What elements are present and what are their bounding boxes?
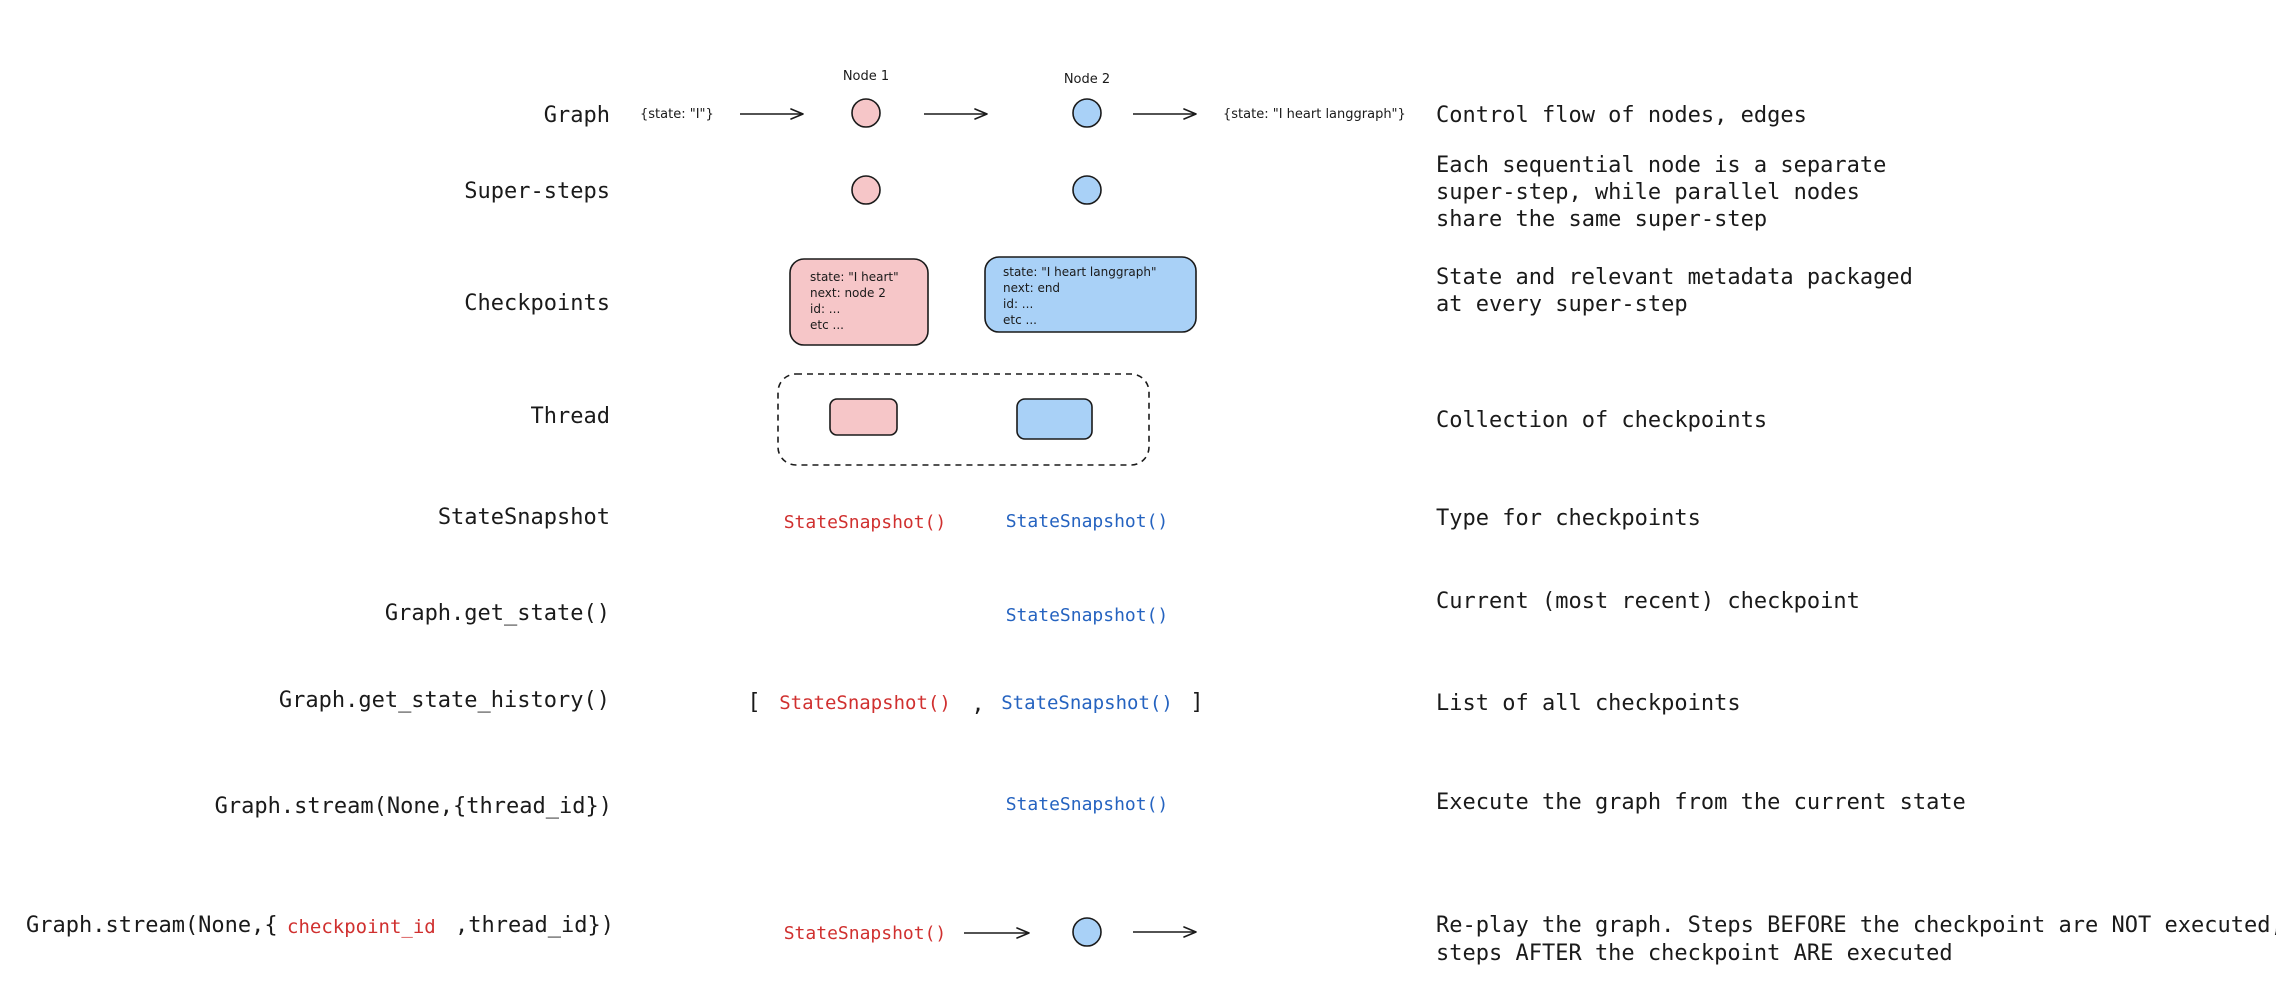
thread-checkpoint-blue (1016, 398, 1093, 440)
checkpoint-card-blue (984, 256, 1197, 333)
stream-description: Execute the graph from the current state (1436, 790, 1966, 815)
checkpoint-blue-line: state: "I heart langgraph" (1003, 265, 1156, 279)
input-state-text: {state: "I"} (640, 107, 714, 122)
thread-container (777, 373, 1150, 466)
node-1-label: Node 1 (843, 69, 889, 84)
get-state-description: Current (most recent) checkpoint (1436, 589, 1860, 614)
state-snapshot-red: StateSnapshot() (784, 512, 947, 533)
thread-description: Collection of checkpoints (1436, 408, 1767, 433)
get-state-history-description: List of all checkpoints (1436, 691, 1741, 716)
graph-description: Control flow of nodes, edges (1436, 103, 1807, 128)
history-snapshot-blue: StateSnapshot() (1001, 692, 1173, 714)
node-2-label: Node 2 (1064, 72, 1110, 87)
state-snapshot-row-label: StateSnapshot (438, 505, 610, 530)
stream-checkpoint-description-line-2: steps AFTER the checkpoint ARE executed (1436, 941, 1953, 966)
thread-checkpoint-pink (829, 398, 898, 436)
history-open-bracket: [ (747, 690, 760, 715)
stream-snapshot-blue: StateSnapshot() (1006, 794, 1169, 815)
history-comma: , (971, 692, 984, 717)
super-steps-description-line-1: Each sequential node is a separate (1436, 153, 1886, 178)
graph-node-2 (1072, 98, 1102, 128)
checkpoint-blue-line: etc ... (1003, 313, 1037, 327)
stream-checkpoint-snapshot-red: StateSnapshot() (784, 923, 947, 944)
thread-row-label: Thread (531, 404, 610, 429)
history-snapshot-red: StateSnapshot() (779, 692, 951, 714)
checkpoint-card-pink (789, 258, 929, 346)
checkpoints-description-line-1: State and relevant metadata packaged (1436, 265, 1913, 290)
checkpoints-row-label: Checkpoints (464, 291, 610, 316)
checkpoint-pink-line: id: ... (810, 302, 840, 316)
super-step-node-2 (1072, 175, 1102, 205)
get-state-history-row-label: Graph.get_state_history() (279, 688, 610, 713)
super-step-node-1 (851, 175, 881, 205)
get-state-snapshot-blue: StateSnapshot() (1006, 605, 1169, 626)
super-steps-description-line-2: super-step, while parallel nodes (1436, 180, 1860, 205)
replay-node-2 (1072, 917, 1102, 947)
output-state-text: {state: "I heart langgraph"} (1223, 107, 1406, 122)
checkpoint-pink-line: state: "I heart" (810, 270, 899, 284)
state-snapshot-description: Type for checkpoints (1436, 506, 1701, 531)
checkpoint-blue-line: next: end (1003, 281, 1060, 295)
checkpoint-blue-line: id: ... (1003, 297, 1033, 311)
checkpoints-description-line-2: at every super-step (1436, 292, 1688, 317)
super-steps-row-label: Super-steps (464, 179, 610, 204)
stream-row-label: Graph.stream(None,{thread_id}) (215, 794, 612, 819)
stream-checkpoint-label-highlight: checkpoint_id (287, 916, 436, 938)
super-steps-description-line-3: share the same super-step (1436, 207, 1767, 232)
state-snapshot-blue: StateSnapshot() (1006, 511, 1169, 532)
graph-row-label: Graph (544, 103, 610, 128)
stream-checkpoint-label-suffix: ,thread_id}) (455, 913, 614, 938)
get-state-row-label: Graph.get_state() (385, 601, 610, 626)
graph-node-1 (851, 98, 881, 128)
history-close-bracket: ] (1190, 690, 1203, 715)
stream-checkpoint-label-prefix: Graph.stream(None,{ (26, 913, 278, 938)
checkpoint-pink-line: next: node 2 (810, 286, 886, 300)
stream-checkpoint-description-line-1: Re-play the graph. Steps BEFORE the chec… (1436, 913, 2276, 938)
checkpoint-pink-line: etc ... (810, 318, 844, 332)
